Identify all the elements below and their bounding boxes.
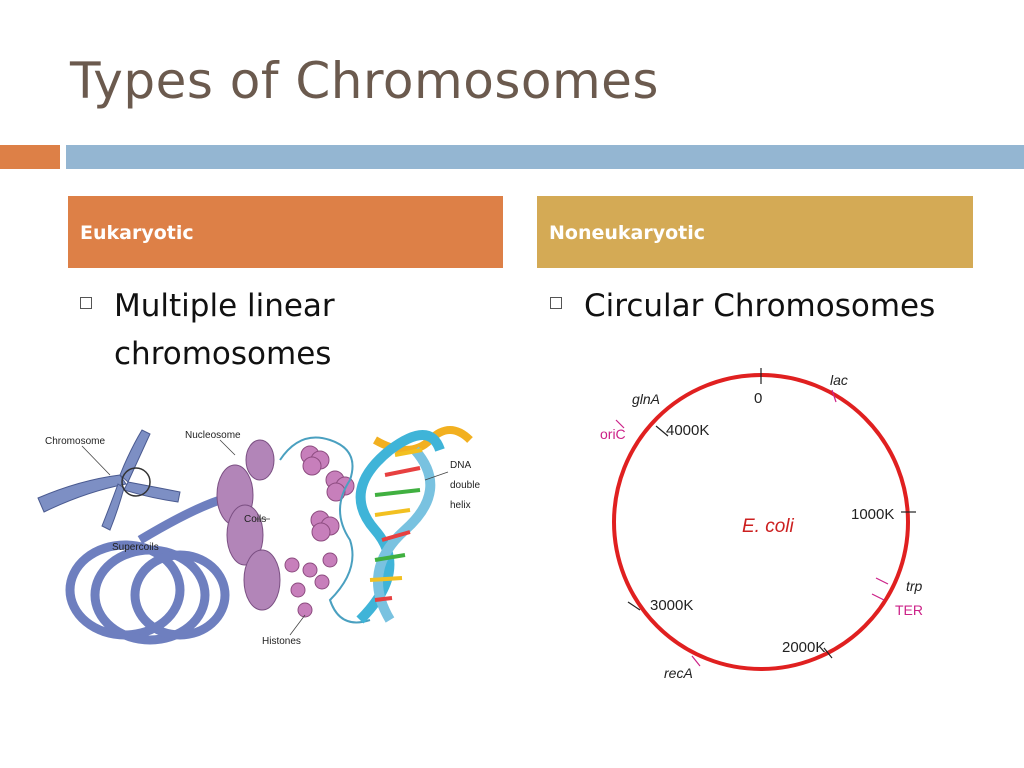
ecoli-circular-map: E. coli 0 1000K 2000K 3000K 4000K lac gl… bbox=[600, 368, 923, 681]
dna-helix-illustration bbox=[355, 426, 473, 624]
zoom-circle bbox=[121, 467, 151, 497]
tick-4000k: 4000K bbox=[666, 422, 709, 439]
gene-lac: lac bbox=[830, 372, 848, 388]
label-chromosome: Chromosome bbox=[45, 436, 105, 447]
eukaryotic-header: Eukaryotic bbox=[68, 196, 503, 268]
tick-1000k: 1000K bbox=[851, 506, 894, 523]
slide-title: Types of Chromosomes bbox=[70, 52, 659, 110]
ecoli-label: E. coli bbox=[742, 516, 795, 537]
bullet-text: Circular Chromosomes bbox=[584, 288, 936, 324]
gene-glna: glnA bbox=[632, 391, 660, 407]
bullet-square-icon bbox=[80, 297, 92, 309]
label-nucleosome: Nucleosome bbox=[185, 430, 241, 441]
bullet-text-line2: chromosomes bbox=[114, 336, 332, 372]
supercoil-illustration bbox=[65, 495, 230, 645]
label-supercoils: Supercoils bbox=[112, 542, 159, 553]
bullet-square-icon bbox=[550, 297, 562, 309]
gene-trp: trp bbox=[906, 578, 923, 594]
label-double: double bbox=[450, 480, 480, 491]
label-coils: Coils bbox=[244, 514, 266, 525]
bullet-text-line1: Multiple linear bbox=[114, 288, 335, 324]
eukaryotic-bullet: Multiple linear chromosomes bbox=[80, 282, 460, 382]
chromosome-packing-figure: Chromosome Nucleosome Coils Supercoils H… bbox=[37, 426, 480, 647]
gene-ter: TER bbox=[895, 602, 923, 618]
accent-bar-orange bbox=[0, 145, 60, 169]
tick-2000k: 2000K bbox=[782, 639, 825, 656]
label-dna: DNA bbox=[450, 460, 471, 471]
tick-0: 0 bbox=[754, 390, 762, 407]
histone-beads bbox=[284, 445, 355, 618]
tick-3000k: 3000K bbox=[650, 597, 693, 614]
label-histones: Histones bbox=[262, 636, 301, 647]
gene-oric: oriC bbox=[600, 426, 626, 442]
noneukaryotic-bullet: Circular Chromosomes bbox=[550, 282, 970, 332]
noneukaryotic-header: Noneukaryotic bbox=[537, 196, 973, 268]
gene-reca: recA bbox=[664, 665, 693, 681]
coils-illustration bbox=[216, 439, 281, 611]
chromosome-illustration bbox=[37, 429, 181, 531]
accent-bar-blue bbox=[66, 145, 1024, 169]
dna-strand-line bbox=[279, 436, 371, 624]
label-helix: helix bbox=[450, 500, 471, 511]
